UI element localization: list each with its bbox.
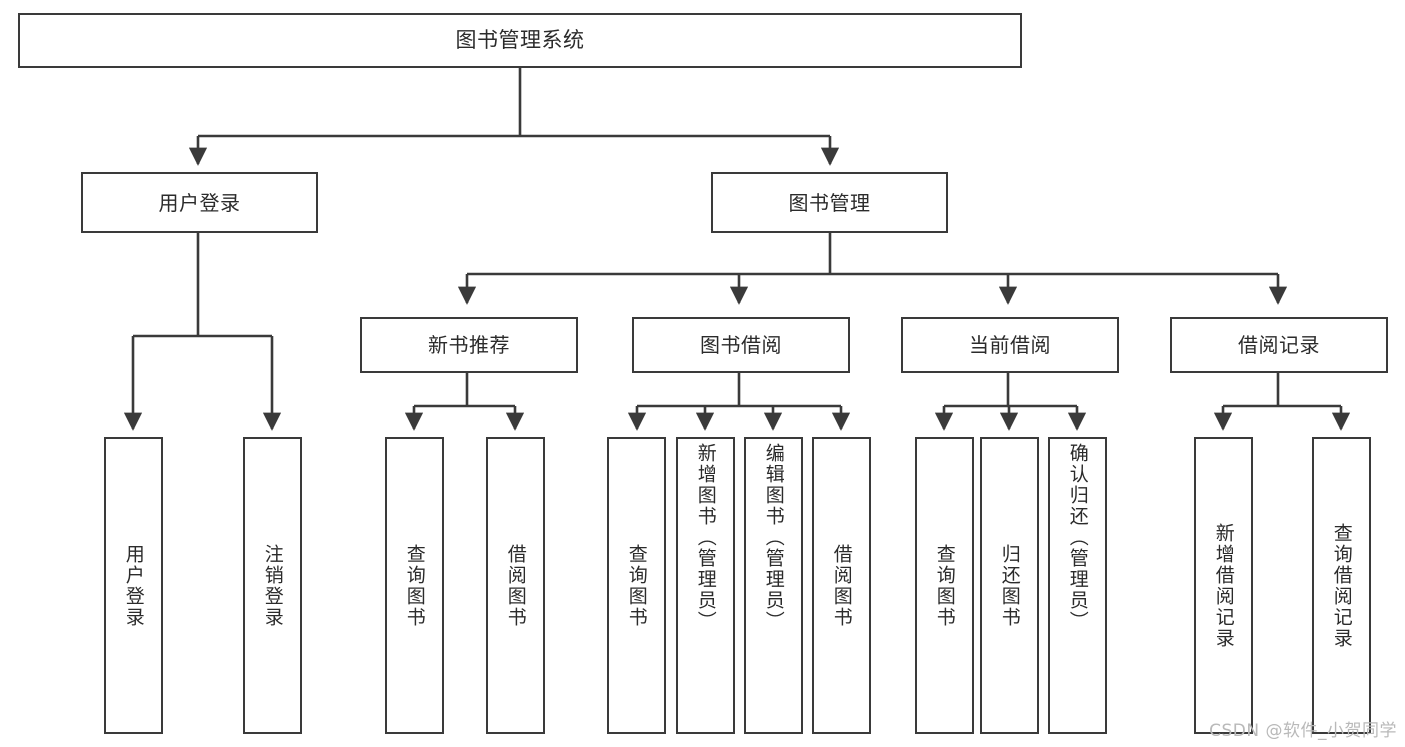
node-leaf-return-book[interactable]: 归还图书 (980, 437, 1039, 734)
node-leaf-borrow-book-1-label: 借阅图书 (504, 543, 527, 628)
node-leaf-confirm-return-admin-label: 确认归还（管理员） (1066, 443, 1089, 632)
node-leaf-confirm-return-admin[interactable]: 确认归还（管理员） (1048, 437, 1107, 734)
node-leaf-add-borrow-record[interactable]: 新增借阅记录 (1194, 437, 1253, 734)
node-leaf-logout-login[interactable]: 注销登录 (243, 437, 302, 734)
node-leaf-borrow-book-2-label: 借阅图书 (830, 543, 853, 628)
node-leaf-query-book-3-label: 查询图书 (933, 543, 956, 628)
node-leaf-query-borrow-record[interactable]: 查询借阅记录 (1312, 437, 1371, 734)
node-leaf-logout-login-label: 注销登录 (261, 543, 284, 628)
node-leaf-add-book-admin-label: 新增图书（管理员） (694, 443, 717, 632)
node-leaf-borrow-book-2[interactable]: 借阅图书 (812, 437, 871, 734)
node-leaf-user-login-label: 用户登录 (122, 543, 145, 628)
node-new-book-recommend[interactable]: 新书推荐 (360, 317, 578, 373)
node-leaf-query-book-2[interactable]: 查询图书 (607, 437, 666, 734)
node-current-borrow-label: 当前借阅 (969, 333, 1051, 357)
node-leaf-query-book-2-label: 查询图书 (625, 543, 648, 628)
node-book-borrow[interactable]: 图书借阅 (632, 317, 850, 373)
node-leaf-query-book-1[interactable]: 查询图书 (385, 437, 444, 734)
node-leaf-borrow-book-1[interactable]: 借阅图书 (486, 437, 545, 734)
node-borrow-record-label: 借阅记录 (1238, 333, 1320, 357)
watermark: CSDN @软件_小贺同学 (1209, 721, 1397, 741)
node-leaf-query-book-1-label: 查询图书 (403, 543, 426, 628)
node-leaf-edit-book-admin[interactable]: 编辑图书（管理员） (744, 437, 803, 734)
node-book-manage-label: 图书管理 (788, 190, 871, 215)
node-leaf-add-borrow-record-label: 新增借阅记录 (1212, 522, 1235, 649)
node-book-manage[interactable]: 图书管理 (711, 172, 948, 233)
node-user-login[interactable]: 用户登录 (81, 172, 318, 233)
node-new-book-recommend-label: 新书推荐 (428, 333, 510, 357)
node-leaf-add-book-admin[interactable]: 新增图书（管理员） (676, 437, 735, 734)
node-user-login-label: 用户登录 (158, 190, 241, 215)
node-root[interactable]: 图书管理系统 (18, 13, 1022, 68)
node-leaf-query-borrow-record-label: 查询借阅记录 (1330, 522, 1353, 649)
node-leaf-query-book-3[interactable]: 查询图书 (915, 437, 974, 734)
node-leaf-user-login[interactable]: 用户登录 (104, 437, 163, 734)
node-leaf-return-book-label: 归还图书 (998, 543, 1021, 628)
node-book-borrow-label: 图书借阅 (700, 333, 782, 357)
node-root-label: 图书管理系统 (455, 28, 585, 52)
node-borrow-record[interactable]: 借阅记录 (1170, 317, 1388, 373)
node-current-borrow[interactable]: 当前借阅 (901, 317, 1119, 373)
node-leaf-edit-book-admin-label: 编辑图书（管理员） (762, 443, 785, 632)
